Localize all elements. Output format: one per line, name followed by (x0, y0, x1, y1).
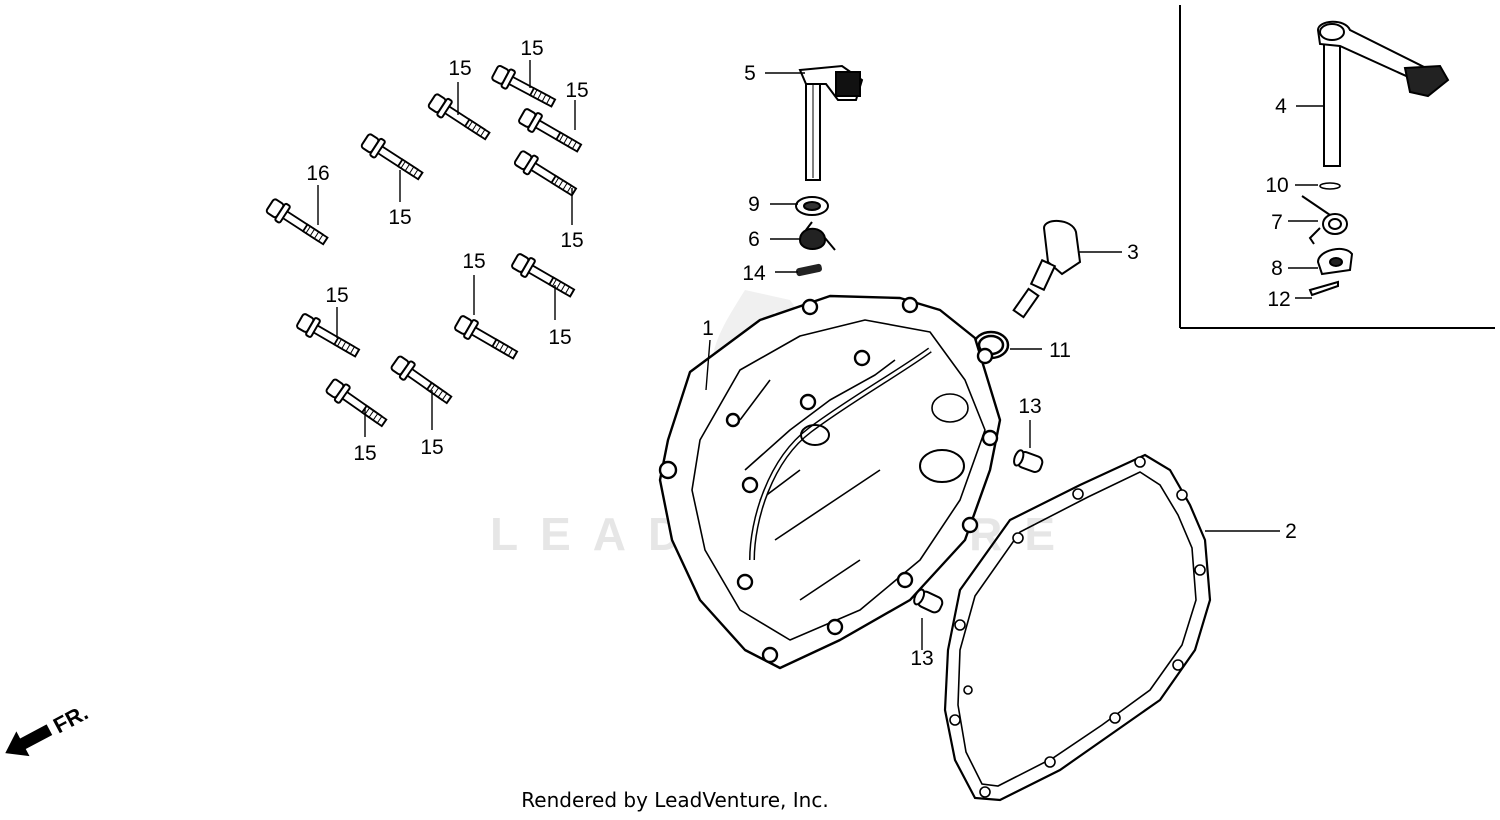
footer-credit: Rendered by LeadVenture, Inc. (0, 788, 1500, 812)
callout-15: 15 (353, 442, 376, 465)
front-marker-label: FR. (49, 700, 92, 739)
callout-1: 1 (702, 317, 714, 340)
callout-15: 15 (462, 250, 485, 273)
part-12-pin (1308, 280, 1339, 297)
bolt-15a (358, 130, 427, 186)
callout-11: 11 (1049, 339, 1071, 362)
bolt-15b (425, 90, 494, 146)
callout-15: 15 (325, 284, 348, 307)
part-7-spring (1301, 195, 1348, 245)
part-9-seal (795, 196, 829, 216)
part-10-clip (1319, 182, 1341, 190)
callout-15: 15 (548, 326, 571, 349)
bolt-16 (263, 195, 332, 251)
callout-15: 15 (520, 37, 543, 60)
callout-8: 8 (1271, 257, 1283, 280)
part-5-shaft (798, 64, 864, 181)
front-arrow-icon: FR. (5, 700, 92, 757)
footer-text: Rendered by LeadVenture, Inc. (521, 788, 829, 812)
bolt-15h (452, 312, 522, 365)
bolt-15d (516, 105, 586, 158)
callout-6: 6 (748, 228, 760, 251)
callout-9: 9 (748, 193, 760, 216)
callout-16: 16 (306, 162, 329, 185)
bolt-15g (294, 310, 364, 363)
callout-10: 10 (1265, 174, 1288, 197)
bolt-15c (489, 62, 559, 113)
bolt-15i (388, 352, 456, 410)
part-4-lever (1316, 20, 1450, 167)
callout-13: 13 (910, 647, 933, 670)
part-1-cover (658, 294, 1002, 670)
part-8-cam (1316, 247, 1354, 276)
callout-15: 15 (388, 206, 411, 229)
callout-2: 2 (1285, 520, 1297, 543)
callout-4: 4 (1275, 95, 1287, 118)
callout-3: 3 (1127, 241, 1139, 264)
callout-15: 15 (448, 57, 471, 80)
bolt-15j (323, 375, 391, 433)
callout-12: 12 (1267, 288, 1290, 311)
callout-15: 15 (420, 436, 443, 459)
leader-lines (317, 60, 1324, 650)
part-2-gasket (943, 453, 1212, 802)
callout-14: 14 (742, 262, 766, 285)
callout-5: 5 (744, 62, 756, 85)
callout-15: 15 (565, 79, 588, 102)
part-13-dowels (913, 449, 1044, 614)
callout-15: 15 (560, 229, 583, 252)
callout-13: 13 (1018, 395, 1041, 418)
callout-labels: 16 15 15 15 15 15 15 15 15 15 15 5 9 6 1… (306, 37, 1297, 670)
bolt-15f (509, 250, 579, 303)
part-14-pin (796, 263, 822, 277)
inset-frame (1179, 5, 1495, 329)
callout-7: 7 (1271, 211, 1283, 234)
part-6-spring (798, 221, 836, 251)
bolts-group (263, 62, 586, 433)
bolt-15e (511, 147, 581, 202)
part-3-sensor (1012, 220, 1082, 319)
